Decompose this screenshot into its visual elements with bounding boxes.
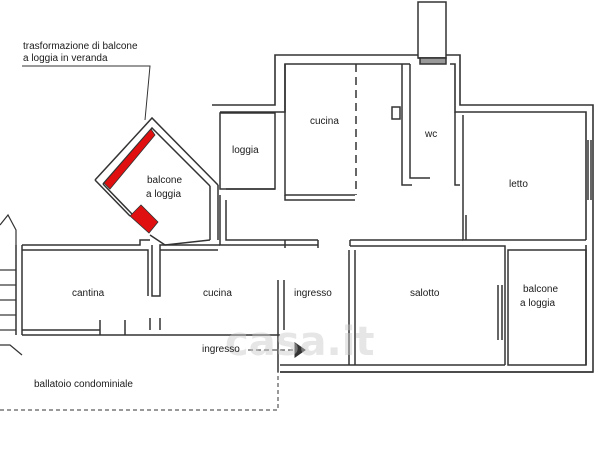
room-label-wc: wc <box>424 129 437 140</box>
chimney <box>417 1 447 65</box>
veranda-highlight <box>103 128 159 234</box>
room-label-cantina: cantina <box>72 288 105 299</box>
room-label-balcone-left-2: a loggia <box>146 189 181 200</box>
watermark: casa.it <box>225 319 375 365</box>
room-label-balcone-right-2: a loggia <box>520 298 555 309</box>
room-label-cucina-top: cucina <box>310 116 339 127</box>
lower-left-walls <box>15 239 280 336</box>
room-label-cucina-bottom: cucina <box>203 288 232 299</box>
annotation-line2: a loggia in veranda <box>23 53 108 64</box>
room-label-letto: letto <box>509 179 528 190</box>
room-label-ingresso: ingresso <box>294 288 332 299</box>
room-label-loggia: loggia <box>232 145 259 156</box>
entrance-arrow <box>248 342 306 358</box>
left-stair <box>0 213 23 356</box>
ballatoio-outline <box>0 372 279 411</box>
room-label-salotto: salotto <box>410 288 440 299</box>
annotation-leader <box>22 65 151 121</box>
entrance-label: ingresso <box>202 344 240 355</box>
interior-walls <box>219 64 592 372</box>
room-label-balcone-left-1: balcone <box>147 175 182 186</box>
room-label-balcone-right-1: balcone <box>523 284 558 295</box>
corridor-label: ballatoio condominiale <box>34 379 133 390</box>
annotation-line1: trasformazione di balcone <box>23 41 138 52</box>
